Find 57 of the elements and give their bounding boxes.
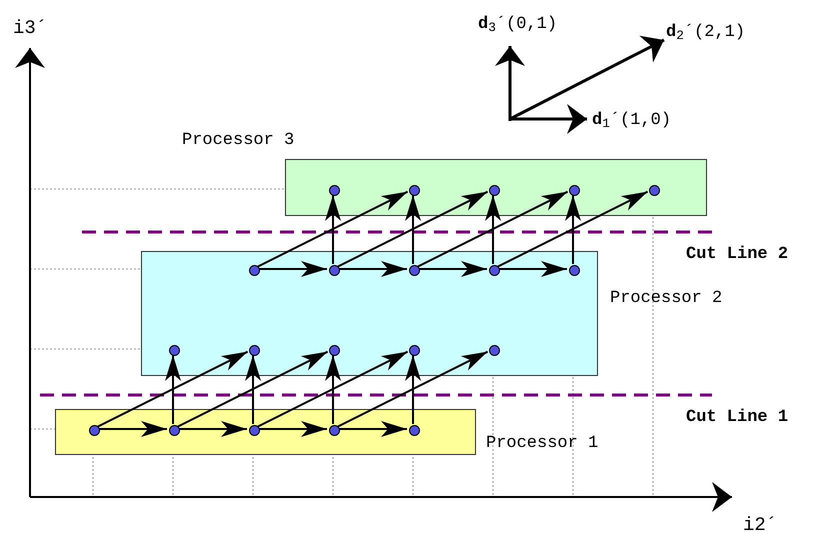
grid-point (409, 185, 420, 196)
arrow (97, 350, 248, 428)
arrow (417, 190, 568, 268)
axis-label: i3´ (13, 16, 48, 41)
axis-label: i2´ (743, 513, 778, 534)
grid-point (649, 185, 660, 196)
arrow (257, 350, 408, 428)
grid-point (489, 185, 500, 196)
vector-label: d$_{2}$´(2,1) (666, 22, 746, 46)
grid-point (409, 425, 420, 436)
grid-point (249, 265, 260, 276)
processor-label: Processor 3 (182, 130, 294, 152)
arrow (337, 350, 488, 428)
grid-point (169, 425, 180, 436)
vector-label: d$_{3}$´(0,1) (478, 14, 558, 38)
arrow (338, 261, 407, 277)
grid-point (489, 265, 500, 276)
arrow (258, 421, 327, 437)
processor-box (285, 159, 707, 216)
grid-point (329, 265, 340, 276)
arrow (98, 421, 167, 437)
grid-point (329, 425, 340, 436)
arrow (405, 195, 421, 264)
arrow (245, 355, 261, 424)
arrow (257, 190, 408, 268)
arrow (325, 195, 341, 264)
arrow (497, 190, 648, 268)
arrow (485, 195, 501, 264)
arrow (418, 261, 487, 277)
grid-point (329, 345, 340, 356)
vector-label: d$_{1}$´(1,0) (592, 110, 672, 134)
grid-point (89, 425, 100, 436)
arrow (177, 350, 328, 428)
grid-point (489, 345, 500, 356)
arrow (338, 421, 407, 437)
arrow (498, 261, 567, 277)
grid-point (569, 265, 580, 276)
arrow (405, 355, 421, 424)
grid-point (569, 185, 580, 196)
processor-box (55, 409, 476, 455)
processor-box (141, 251, 598, 376)
grid-point (249, 425, 260, 436)
grid-point (329, 185, 340, 196)
arrow (325, 355, 341, 424)
grid-point (409, 345, 420, 356)
arrow (165, 355, 181, 424)
arrow (178, 421, 247, 437)
arrow (565, 195, 581, 264)
grid-point (169, 345, 180, 356)
processor-label: Processor 2 (610, 288, 722, 310)
cut-line-label: Cut Line 1 (686, 407, 788, 429)
processor-label: Processor 1 (486, 433, 598, 455)
grid-point (409, 265, 420, 276)
arrow (337, 190, 488, 268)
cut-line-label: Cut Line 2 (686, 244, 788, 266)
arrow (258, 261, 327, 277)
grid-point (249, 345, 260, 356)
